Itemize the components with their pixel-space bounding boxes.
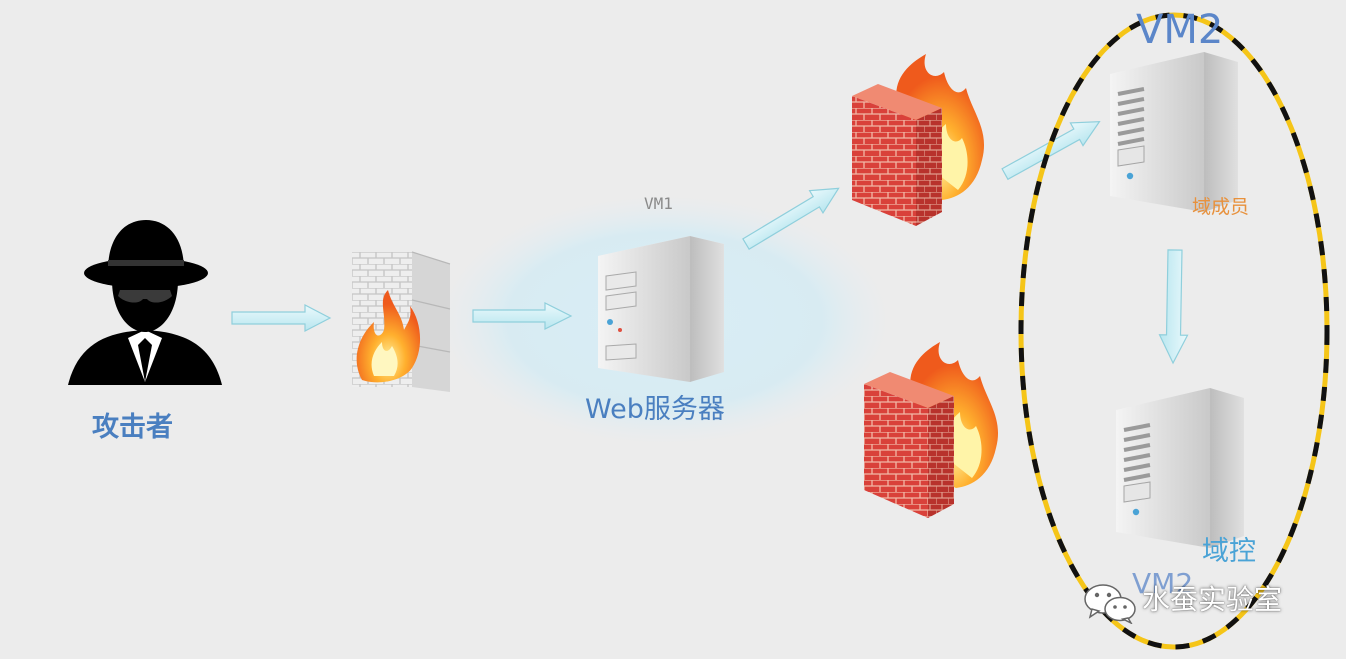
vm2-bottom-label: VM2 bbox=[1132, 567, 1194, 600]
vm1-label: VM1 bbox=[644, 194, 673, 213]
arrow-attacker-to-firewall bbox=[231, 304, 332, 332]
server-tower-icon bbox=[1116, 388, 1244, 548]
wechat-icon bbox=[1084, 584, 1136, 624]
arrow-webserver-to-firewall bbox=[742, 187, 840, 250]
watermark-text: 水蚕实验室 bbox=[1142, 583, 1283, 616]
domain-member-label: 域成员 bbox=[1192, 196, 1250, 218]
server-tower-icon bbox=[1110, 52, 1238, 212]
domain-controller-label: 域控 bbox=[1202, 536, 1256, 567]
vm2-boundary-dashes bbox=[1018, 12, 1330, 650]
attacker-label: 攻击者 bbox=[92, 412, 173, 443]
vm2-label: VM2 bbox=[1136, 7, 1224, 53]
firewall-icon bbox=[352, 251, 451, 392]
arrow-firewall-to-member bbox=[1001, 120, 1101, 181]
firewall-icon bbox=[864, 342, 999, 518]
spy-icon bbox=[68, 220, 222, 385]
firewall-icon bbox=[852, 54, 985, 226]
server-tower-icon bbox=[598, 236, 724, 382]
arrow-firewall-to-webserver bbox=[472, 302, 573, 330]
arrow-member-to-dc bbox=[1158, 249, 1189, 365]
web-server-label: Web服务器 bbox=[585, 394, 725, 425]
